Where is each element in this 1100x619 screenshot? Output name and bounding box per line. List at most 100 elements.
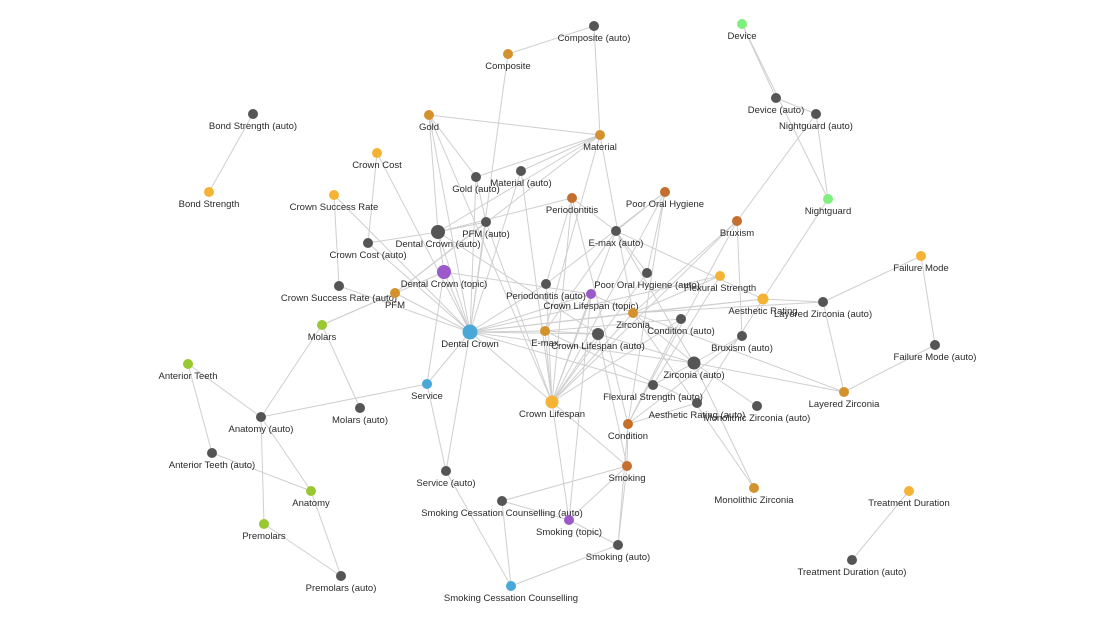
- node-bond-strength-auto[interactable]: Bond Strength (auto): [209, 109, 297, 132]
- node-dental-crown-topic[interactable]: Dental Crown (topic): [401, 265, 488, 290]
- node-pfm[interactable]: PFM: [385, 288, 405, 311]
- node-aesthetic-rating-auto[interactable]: Aesthetic Rating (auto): [649, 398, 746, 421]
- node-premolars[interactable]: Premolars: [242, 519, 286, 542]
- node-bruxism-auto[interactable]: Bruxism (auto): [711, 331, 773, 354]
- node-dot-nightguard-auto[interactable]: [811, 109, 821, 119]
- node-failure-mode[interactable]: Failure Mode: [893, 251, 949, 274]
- node-monolithic-zirconia[interactable]: Monolithic Zirconia: [714, 483, 794, 506]
- node-dot-device[interactable]: [737, 19, 747, 29]
- node-dot-smoking-cessation-counselling[interactable]: [506, 581, 516, 591]
- node-dental-crown[interactable]: Dental Crown: [441, 324, 499, 351]
- node-composite[interactable]: Composite: [485, 49, 531, 72]
- node-dot-emax-auto[interactable]: [611, 226, 621, 236]
- node-crown-success-rate-auto[interactable]: Crown Success Rate (auto): [281, 281, 397, 304]
- node-dot-treatment-duration[interactable]: [904, 486, 914, 496]
- node-dot-crown-cost[interactable]: [372, 148, 382, 158]
- node-dot-crown-lifespan[interactable]: [545, 395, 559, 409]
- node-material-auto[interactable]: Material (auto): [490, 166, 552, 189]
- node-dot-premolars-auto[interactable]: [336, 571, 346, 581]
- node-dot-gold[interactable]: [424, 110, 434, 120]
- node-poor-oral-hygiene[interactable]: Poor Oral Hygiene: [626, 187, 704, 210]
- node-dot-aesthetic-rating-auto[interactable]: [692, 398, 702, 408]
- node-dental-crown-auto[interactable]: Dental Crown (auto): [395, 225, 481, 250]
- node-poor-oral-hygiene-auto[interactable]: Poor Oral Hygiene (auto): [594, 268, 700, 291]
- node-bond-strength[interactable]: Bond Strength: [179, 187, 240, 210]
- node-dot-device-auto[interactable]: [771, 93, 781, 103]
- node-dot-nightguard[interactable]: [823, 194, 833, 204]
- node-dot-zirconia-auto[interactable]: [687, 356, 701, 370]
- node-dot-premolars[interactable]: [259, 519, 269, 529]
- node-dot-flexural-strength-auto[interactable]: [648, 380, 658, 390]
- node-dot-layered-zirconia[interactable]: [839, 387, 849, 397]
- node-dot-bruxism-auto[interactable]: [737, 331, 747, 341]
- node-service-auto[interactable]: Service (auto): [416, 466, 476, 489]
- node-flexural-strength-auto[interactable]: Flexural Strength (auto): [603, 380, 703, 403]
- node-periodontitis[interactable]: Periodontitis: [546, 193, 599, 216]
- node-dot-pfm[interactable]: [390, 288, 400, 298]
- node-dot-monolithic-zirconia-auto[interactable]: [752, 401, 762, 411]
- node-dot-crown-cost-auto[interactable]: [363, 238, 373, 248]
- node-dot-monolithic-zirconia[interactable]: [749, 483, 759, 493]
- node-layered-zirconia-auto[interactable]: Layered Zirconia (auto): [774, 297, 872, 320]
- node-dot-service-auto[interactable]: [441, 466, 451, 476]
- node-crown-success-rate[interactable]: Crown Success Rate: [290, 190, 379, 213]
- node-dot-condition-auto[interactable]: [676, 314, 686, 324]
- node-monolithic-zirconia-auto[interactable]: Monolithic Zirconia (auto): [704, 401, 811, 424]
- node-emax-auto[interactable]: E-max (auto): [589, 226, 644, 249]
- node-aesthetic-rating[interactable]: Aesthetic Rating: [728, 293, 798, 318]
- node-device-auto[interactable]: Device (auto): [748, 93, 805, 116]
- node-dot-poor-oral-hygiene[interactable]: [660, 187, 670, 197]
- node-smoking-cessation-counselling-auto[interactable]: Smoking Cessation Counselling (auto): [421, 496, 583, 519]
- node-dot-dental-crown-topic[interactable]: [437, 265, 451, 279]
- node-dot-smoking-topic[interactable]: [564, 515, 574, 525]
- node-dot-poor-oral-hygiene-auto[interactable]: [642, 268, 652, 278]
- node-dot-dental-crown-auto[interactable]: [431, 225, 445, 239]
- node-dot-aesthetic-rating[interactable]: [757, 293, 769, 305]
- node-crown-lifespan-auto[interactable]: Crown Lifespan (auto): [551, 328, 645, 352]
- node-dot-pfm-auto[interactable]: [481, 217, 491, 227]
- node-dot-material-auto[interactable]: [516, 166, 526, 176]
- node-anterior-teeth[interactable]: Anterior Teeth: [159, 359, 218, 382]
- node-zirconia-auto[interactable]: Zirconia (auto): [663, 356, 725, 382]
- node-dot-anatomy-auto[interactable]: [256, 412, 266, 422]
- node-anatomy-auto[interactable]: Anatomy (auto): [229, 412, 294, 435]
- node-smoking-cessation-counselling[interactable]: Smoking Cessation Counselling: [444, 581, 578, 604]
- node-dot-composite-auto[interactable]: [589, 21, 599, 31]
- node-smoking-topic[interactable]: Smoking (topic): [536, 515, 602, 538]
- node-dot-crown-lifespan-topic[interactable]: [586, 289, 596, 299]
- node-molars-auto[interactable]: Molars (auto): [332, 403, 388, 426]
- node-dot-periodontitis[interactable]: [567, 193, 577, 203]
- node-dot-failure-mode-auto[interactable]: [930, 340, 940, 350]
- node-dot-molars[interactable]: [317, 320, 327, 330]
- node-pfm-auto[interactable]: PFM (auto): [462, 217, 510, 240]
- node-dot-bruxism[interactable]: [732, 216, 742, 226]
- node-dot-bond-strength[interactable]: [204, 187, 214, 197]
- node-dot-bond-strength-auto[interactable]: [248, 109, 258, 119]
- node-dot-crown-lifespan-auto[interactable]: [592, 328, 604, 340]
- node-composite-auto[interactable]: Composite (auto): [558, 21, 631, 44]
- node-crown-cost[interactable]: Crown Cost: [352, 148, 402, 171]
- node-dot-smoking-cessation-counselling-auto[interactable]: [497, 496, 507, 506]
- node-dot-crown-success-rate[interactable]: [329, 190, 339, 200]
- node-molars[interactable]: Molars: [308, 320, 337, 343]
- node-dot-anatomy[interactable]: [306, 486, 316, 496]
- node-dot-periodontitis-auto[interactable]: [541, 279, 551, 289]
- node-dot-anterior-teeth[interactable]: [183, 359, 193, 369]
- node-dot-emax[interactable]: [540, 326, 550, 336]
- node-condition-auto[interactable]: Condition (auto): [647, 314, 715, 337]
- node-treatment-duration-auto[interactable]: Treatment Duration (auto): [798, 555, 907, 578]
- node-treatment-duration[interactable]: Treatment Duration: [868, 486, 950, 509]
- node-zirconia[interactable]: Zirconia: [616, 308, 651, 331]
- node-smoking-auto[interactable]: Smoking (auto): [586, 540, 650, 563]
- node-flexural-strength[interactable]: Flexural Strength: [684, 271, 756, 294]
- node-dot-treatment-duration-auto[interactable]: [847, 555, 857, 565]
- node-dot-molars-auto[interactable]: [355, 403, 365, 413]
- node-dot-gold-auto[interactable]: [471, 172, 481, 182]
- node-bruxism[interactable]: Bruxism: [720, 216, 754, 239]
- node-dot-failure-mode[interactable]: [916, 251, 926, 261]
- node-periodontitis-auto[interactable]: Periodontitis (auto): [506, 279, 586, 302]
- node-layered-zirconia[interactable]: Layered Zirconia: [809, 387, 880, 410]
- node-material[interactable]: Material: [583, 130, 617, 153]
- node-gold-auto[interactable]: Gold (auto): [452, 172, 500, 195]
- node-dot-layered-zirconia-auto[interactable]: [818, 297, 828, 307]
